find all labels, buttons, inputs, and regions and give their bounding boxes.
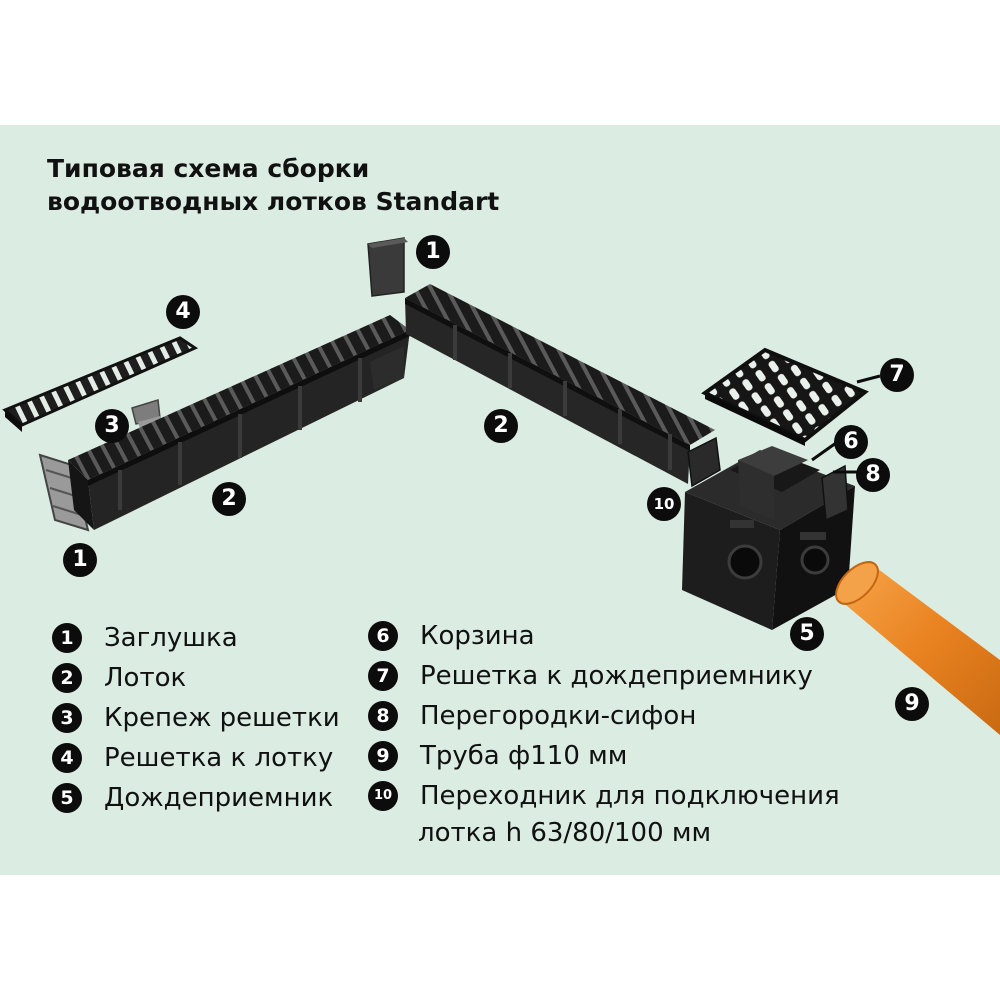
callout-9: 9 <box>895 687 929 721</box>
legend-num: 4 <box>52 743 82 773</box>
legend-num: 8 <box>368 701 398 731</box>
legend-label: Переходник для подключения <box>420 781 840 811</box>
channel-adapter <box>687 436 721 488</box>
legend-item-grate-to-inlet: 7 Решетка к дождеприемнику <box>368 658 813 694</box>
legend-num: 7 <box>368 661 398 691</box>
legend-num: 2 <box>52 663 82 693</box>
legend-label: Заглушка <box>104 623 238 653</box>
callout-10: 10 <box>647 487 681 521</box>
legend-item-end-cap: 1 Заглушка <box>52 620 238 656</box>
legend-label: Перегородки-сифон <box>420 701 697 731</box>
title-line-1: Типовая схема сборки <box>47 154 370 183</box>
callout-7: 7 <box>880 358 914 392</box>
title-line-2: водоотводных лотков Standart <box>47 187 500 216</box>
legend-num: 6 <box>368 621 398 651</box>
channel-right <box>405 284 715 484</box>
legend-item-grate-to-channel: 4 Решетка к лотку <box>52 740 333 776</box>
legend-item-adapter: 10 Переходник для подключения <box>368 778 840 814</box>
legend-label: Дождеприемник <box>104 783 334 813</box>
legend-label: Лоток <box>104 663 187 693</box>
legend-num: 9 <box>368 741 398 771</box>
legend-item-siphon: 8 Перегородки-сифон <box>368 698 696 734</box>
legend-num: 1 <box>52 623 82 653</box>
legend-num: 5 <box>52 783 82 813</box>
callout-1-left: 1 <box>63 543 97 577</box>
legend-item-grate-fastener: 3 Крепеж решетки <box>52 700 340 736</box>
callout-3: 3 <box>95 409 129 443</box>
basket <box>738 446 808 520</box>
leader-lines <box>811 374 881 474</box>
legend-label: Решетка к дождеприемнику <box>420 661 813 691</box>
legend-num: 10 <box>368 781 398 811</box>
callout-2-left: 2 <box>212 482 246 516</box>
legend-item-pipe: 9 Труба ф110 мм <box>368 738 627 774</box>
diagram-title: Типовая схема сборки водоотводных лотков… <box>47 152 499 218</box>
callout-5: 5 <box>790 617 824 651</box>
callout-8: 8 <box>856 458 890 492</box>
legend-label: Крепеж решетки <box>104 703 340 733</box>
legend-item-rain-inlet: 5 Дождеприемник <box>52 780 333 816</box>
callout-4: 4 <box>166 295 200 329</box>
legend-label: Труба ф110 мм <box>420 741 628 771</box>
legend-item-basket: 6 Корзина <box>368 618 535 654</box>
end-cap-top <box>367 237 408 297</box>
legend-label: Корзина <box>420 621 535 651</box>
legend-label: Решетка к лотку <box>104 743 334 773</box>
grate-to-inlet <box>701 347 869 446</box>
callout-2-right: 2 <box>484 409 518 443</box>
callout-6: 6 <box>834 425 868 459</box>
channel-left <box>68 315 410 530</box>
legend-item-channel: 2 Лоток <box>52 660 186 696</box>
legend-label-continued: лотка h 63/80/100 мм <box>418 818 712 848</box>
siphon-partitions <box>821 464 849 522</box>
legend-num: 3 <box>52 703 82 733</box>
callout-1-top: 1 <box>416 235 450 269</box>
grate-to-channel <box>2 336 199 432</box>
pipe <box>835 561 1000 735</box>
